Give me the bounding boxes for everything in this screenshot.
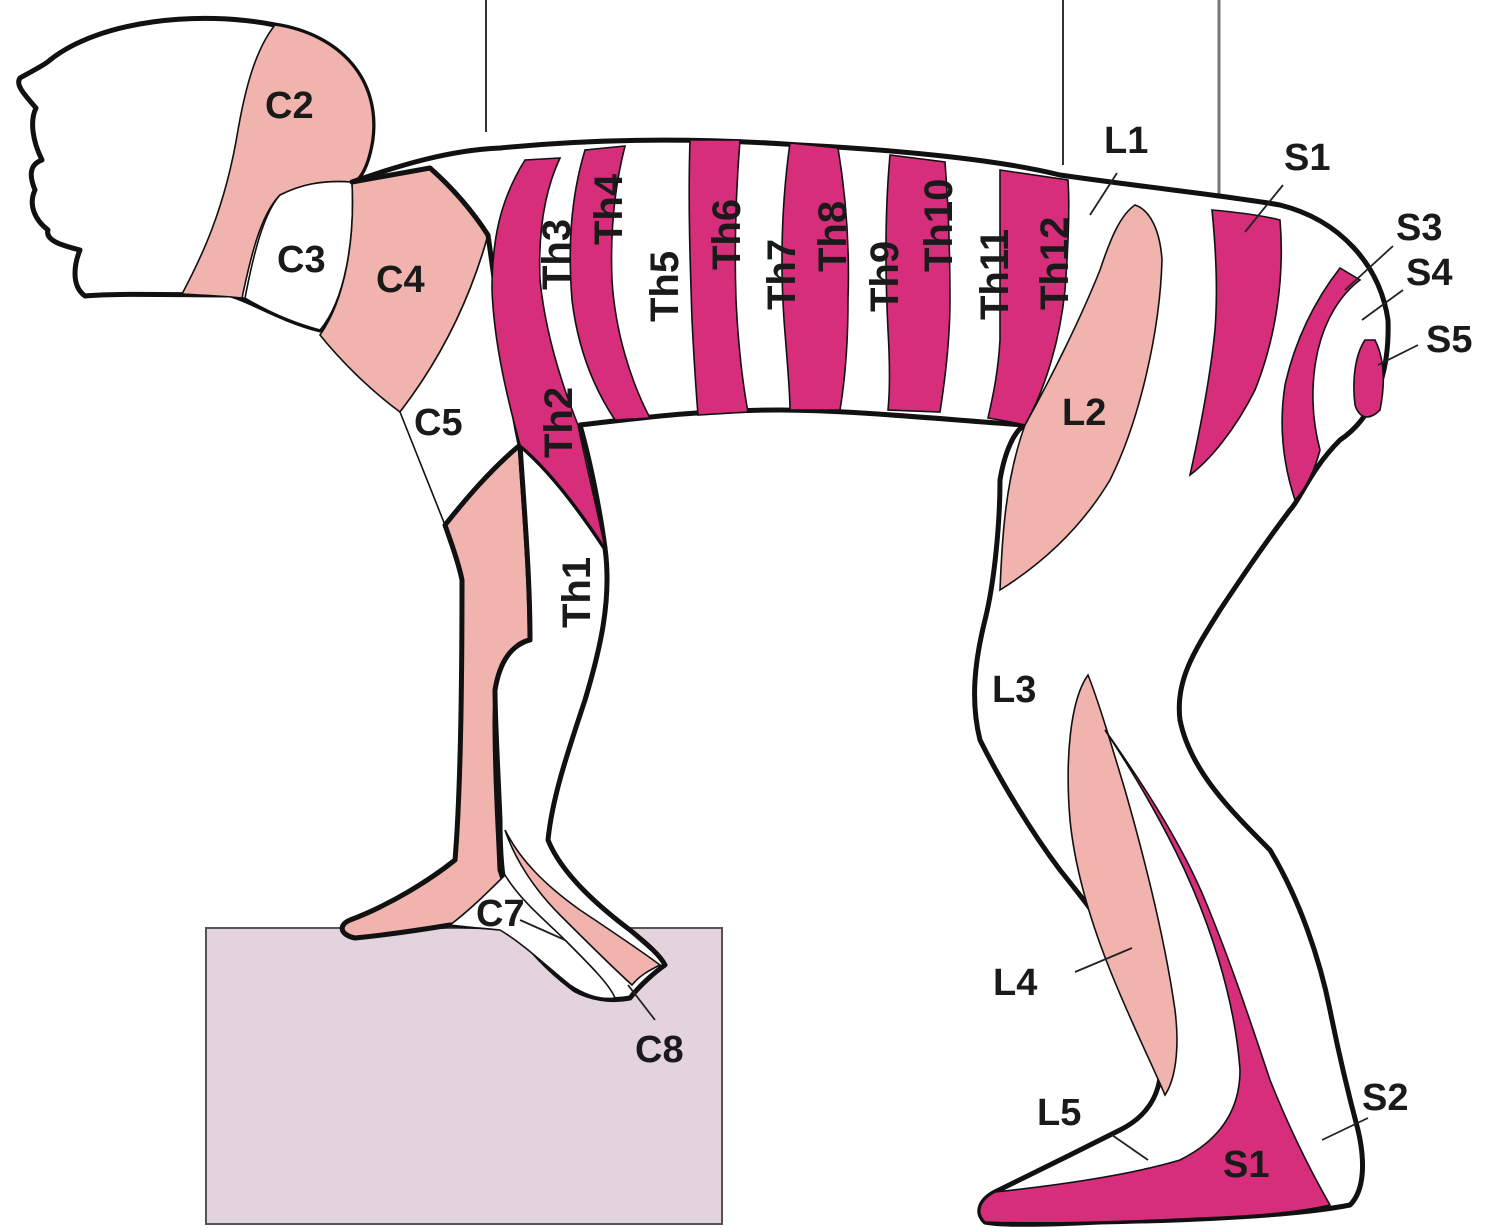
label-l2: L2 [1062,392,1106,434]
label-s4: S4 [1406,252,1452,294]
label-l3: L3 [992,669,1036,711]
label-th9: Th9 [863,241,907,312]
label-c2: C2 [265,85,314,127]
label-th7: Th7 [760,239,804,310]
label-s1-back: S1 [1284,137,1330,179]
label-s2: S2 [1362,1077,1408,1119]
label-th1: Th1 [555,557,599,628]
label-c7: C7 [476,893,525,935]
label-c4: C4 [376,259,425,301]
label-th8: Th8 [811,201,855,272]
label-th4: Th4 [587,173,631,245]
label-s1-foot: S1 [1223,1144,1269,1186]
label-s3: S3 [1396,207,1442,249]
label-th12: Th12 [1033,217,1077,310]
label-c3: C3 [277,239,326,281]
label-l5: L5 [1037,1092,1081,1134]
label-th10: Th10 [917,179,961,272]
label-c8: C8 [635,1029,684,1071]
label-th2: Th2 [537,387,581,458]
label-l4: L4 [993,962,1037,1004]
label-c5: C5 [414,402,463,444]
label-th6: Th6 [705,199,749,270]
label-s5: S5 [1426,319,1472,361]
label-l1: L1 [1104,120,1148,162]
label-th3: Th3 [535,219,579,290]
label-th11: Th11 [973,229,1017,320]
label-th5: Th5 [643,251,687,322]
